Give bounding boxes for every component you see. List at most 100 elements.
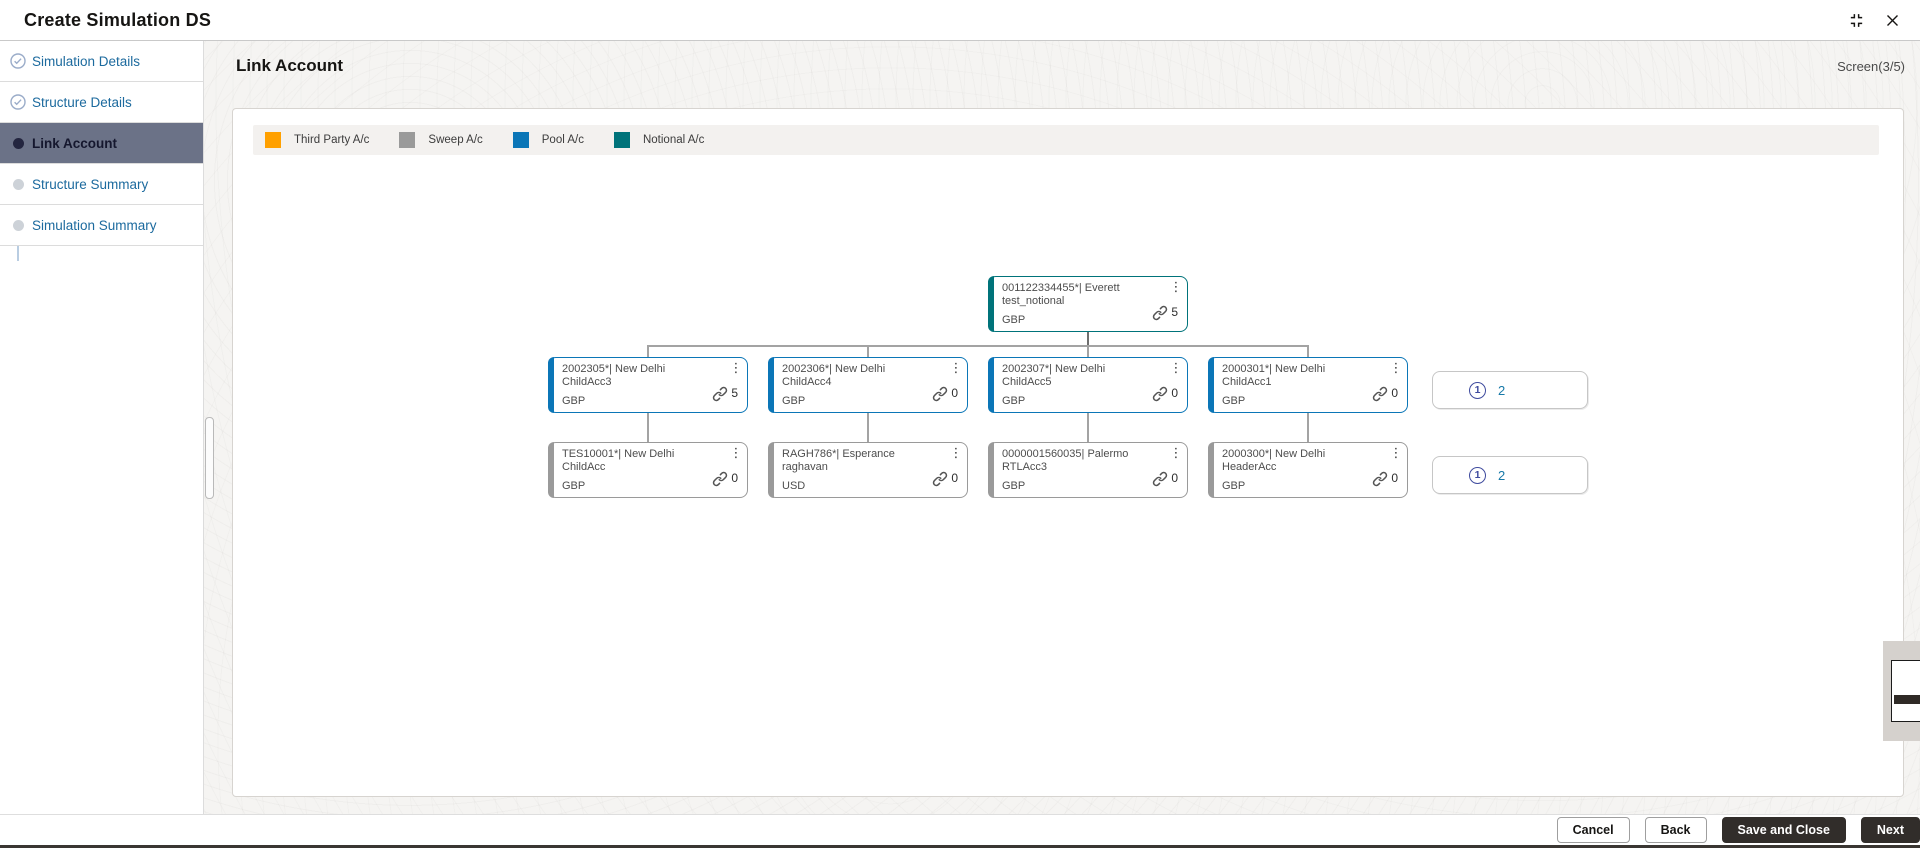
account-title: 2002306*| New Delhi ChildAcc4 [782, 363, 886, 389]
tree-connector-line [647, 413, 649, 442]
account-currency: GBP [562, 480, 586, 492]
kebab-menu-icon[interactable]: ⋮ [1389, 445, 1403, 460]
sidebar-item-structure-summary[interactable]: Structure Summary [0, 164, 203, 205]
tree-connector-line [1087, 413, 1089, 442]
save-and-close-button[interactable]: Save and Close [1721, 817, 1846, 843]
sidebar-item-simulation-summary[interactable]: Simulation Summary [0, 205, 203, 246]
window-titlebar: Create Simulation DS [0, 0, 1920, 41]
link-count: 0 [1391, 471, 1398, 485]
hidden-nodes-badge[interactable]: 1 2 [1432, 456, 1588, 494]
minimap-node [1894, 695, 1920, 704]
account-node[interactable]: 0000001560035| Palermo RTLAcc3 ⋮ GBP 0 [988, 442, 1188, 498]
account-currency: GBP [1002, 395, 1026, 407]
legend-item-sweep: Sweep A/c [399, 132, 483, 148]
hidden-nodes-badge[interactable]: 1 2 [1432, 371, 1588, 409]
link-icon [1152, 386, 1168, 407]
kebab-menu-icon[interactable]: ⋮ [1169, 360, 1183, 375]
account-title: 2002307*| New Delhi ChildAcc5 [1002, 363, 1106, 389]
window-title: Create Simulation DS [24, 9, 212, 30]
tree-connector-line [867, 413, 869, 442]
sidebar-item-simulation-details[interactable]: Simulation Details [0, 41, 203, 82]
minimap-viewport[interactable] [1891, 660, 1920, 722]
link-count: 0 [1171, 471, 1178, 485]
link-count: 0 [951, 386, 958, 400]
tree-connector-line [647, 345, 649, 357]
sidebar-item-label: Simulation Summary [32, 217, 157, 233]
account-title: 2002305*| New Delhi ChildAcc3 [562, 363, 666, 389]
link-icon [932, 471, 948, 492]
sidebar-item-label: Simulation Details [32, 53, 141, 69]
sidebar-item-label: Link Account [32, 135, 118, 151]
kebab-menu-icon[interactable]: ⋮ [1389, 360, 1403, 375]
page-title: Link Account [236, 56, 344, 75]
close-icon[interactable] [1882, 10, 1902, 30]
sidebar-item-structure-details[interactable]: Structure Details [0, 82, 203, 123]
kebab-menu-icon[interactable]: ⋮ [729, 445, 743, 460]
account-node[interactable]: RAGH786*| Esperance raghavan ⋮ USD 0 [768, 442, 968, 498]
account-currency: GBP [1222, 480, 1246, 492]
link-icon [712, 386, 728, 407]
link-icon [712, 471, 728, 492]
account-node[interactable]: TES10001*| New Delhi ChildAcc ⋮ GBP 0 [548, 442, 748, 498]
tree-connector-line [648, 345, 1308, 347]
pool-swatch-icon [512, 132, 529, 148]
link-count: 5 [731, 386, 738, 400]
sidebar-item-label: Structure Details [32, 94, 132, 110]
tree-connector-line [1307, 413, 1309, 442]
account-title: TES10001*| New Delhi ChildAcc [562, 448, 675, 474]
account-currency: GBP [782, 395, 806, 407]
kebab-menu-icon[interactable]: ⋮ [1169, 279, 1183, 294]
collapse-icon[interactable] [1846, 10, 1866, 30]
account-currency: GBP [562, 395, 586, 407]
circled-one-icon: 1 [1469, 466, 1486, 484]
tree-connector-line [1307, 345, 1309, 357]
tree-connector-line [867, 345, 869, 357]
account-node[interactable]: 2002307*| New Delhi ChildAcc5 ⋮ GBP 0 [988, 357, 1188, 413]
tree-connector-line [1087, 332, 1089, 345]
sidebar-item-link-account[interactable]: Link Account [0, 123, 203, 164]
check-circle-icon [10, 53, 26, 69]
kebab-menu-icon[interactable]: ⋮ [1169, 445, 1183, 460]
screen-indicator: Screen(3/5) [1837, 58, 1905, 74]
account-title: RAGH786*| Esperance raghavan [782, 448, 895, 474]
link-icon [932, 386, 948, 407]
account-node[interactable]: 2000301*| New Delhi ChildAcc1 ⋮ GBP 0 [1208, 357, 1408, 413]
link-count: 0 [1171, 386, 1178, 400]
next-button[interactable]: Next [1860, 817, 1920, 843]
vertical-scrollbar-thumb[interactable] [205, 417, 214, 499]
pending-step-dot-icon [10, 176, 26, 192]
legend-item-pool: Pool A/c [512, 132, 584, 148]
account-currency: GBP [1002, 480, 1026, 492]
sidebar-item-label: Structure Summary [32, 176, 149, 192]
link-icon [1152, 471, 1168, 492]
back-button[interactable]: Back [1644, 817, 1707, 843]
link-count: 0 [1391, 386, 1398, 400]
kebab-menu-icon[interactable]: ⋮ [949, 445, 963, 460]
kebab-menu-icon[interactable]: ⋮ [729, 360, 743, 375]
legend-item-third-party: Third Party A/c [265, 132, 369, 148]
link-count: 0 [951, 471, 958, 485]
account-title: 2000300*| New Delhi HeaderAcc [1222, 448, 1326, 474]
legend-item-notional: Notional A/c [613, 132, 704, 148]
account-currency: GBP [1002, 314, 1026, 326]
account-currency: GBP [1222, 395, 1246, 407]
account-node[interactable]: 2000300*| New Delhi HeaderAcc ⋮ GBP 0 [1208, 442, 1408, 498]
account-title: 0000001560035| Palermo RTLAcc3 [1002, 448, 1129, 474]
account-node[interactable]: 001122334455*| Everett test_notional ⋮ G… [988, 276, 1188, 332]
account-node[interactable]: 2002306*| New Delhi ChildAcc4 ⋮ GBP 0 [768, 357, 968, 413]
link-icon [1372, 386, 1388, 407]
cancel-button[interactable]: Cancel [1556, 817, 1630, 843]
kebab-menu-icon[interactable]: ⋮ [949, 360, 963, 375]
check-circle-icon [10, 94, 26, 110]
account-title: 001122334455*| Everett test_notional [1002, 282, 1120, 308]
account-node[interactable]: 2002305*| New Delhi ChildAcc3 ⋮ GBP 5 [548, 357, 748, 413]
notional-swatch-icon [613, 132, 630, 148]
action-bar: Cancel Back Save and Close Next [0, 814, 1920, 848]
account-currency: USD [782, 480, 806, 492]
circled-one-icon: 1 [1469, 381, 1486, 399]
third-party-swatch-icon [265, 132, 281, 148]
tree-minimap[interactable] [1883, 641, 1920, 741]
link-count: 0 [731, 471, 738, 485]
link-count: 5 [1171, 305, 1178, 319]
